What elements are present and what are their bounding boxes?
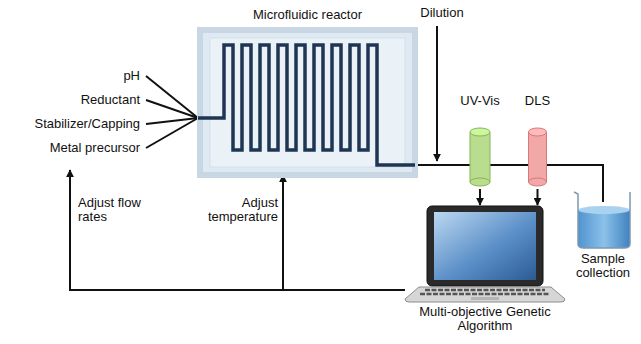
connector bbox=[537, 189, 539, 205]
keyboard-row bbox=[420, 293, 550, 296]
dls-detector: DLS bbox=[515, 92, 560, 188]
trackpad bbox=[471, 297, 499, 300]
input-label: pH bbox=[20, 69, 140, 83]
cylinder-bottom bbox=[529, 178, 547, 186]
input-label-slot: Metal precursor bbox=[10, 141, 140, 155]
node-text: DLS bbox=[515, 94, 560, 108]
laptop-screen bbox=[434, 212, 536, 280]
node-text: Microfluidic reactor bbox=[195, 8, 420, 22]
uv-vis-detector: UV-Vis bbox=[455, 92, 505, 188]
cylinder-side bbox=[470, 132, 490, 182]
connector bbox=[479, 189, 481, 205]
feedback-label-slot: Adjust flow rates bbox=[78, 196, 142, 224]
laptop-base bbox=[405, 287, 565, 302]
beaker-glass bbox=[574, 192, 630, 248]
node-text: UV-Vis bbox=[455, 94, 505, 108]
dilution-arrow bbox=[436, 26, 438, 161]
connector bbox=[283, 175, 405, 290]
input-label: Metal precursor bbox=[10, 141, 140, 155]
input-line bbox=[146, 118, 198, 148]
input-lines bbox=[146, 76, 198, 148]
node-text: Multi-objective Genetic Algorithm bbox=[405, 305, 565, 333]
cylinder-body bbox=[529, 132, 547, 182]
collection-beaker-shape bbox=[568, 190, 638, 250]
cylinder-side bbox=[529, 132, 547, 182]
serpentine-channel bbox=[198, 45, 415, 165]
cylinder-top bbox=[529, 128, 547, 136]
input-line bbox=[146, 76, 198, 118]
input-label: Stabilizer/Capping bbox=[10, 117, 140, 131]
laptop-computer: Multi-objective Genetic Algorithm bbox=[405, 205, 565, 335]
edge-label: Adjust temperature bbox=[196, 196, 278, 224]
cylinder-body bbox=[470, 132, 490, 182]
collection-beaker: Sample collection bbox=[568, 190, 638, 282]
edge-label-slot: Adjust temperature bbox=[196, 196, 278, 224]
laptop-lid bbox=[427, 206, 543, 286]
feedback-label: Adjust flow rates bbox=[78, 196, 142, 224]
liquid bbox=[578, 210, 630, 248]
cylinder-top bbox=[470, 128, 490, 136]
laptop-computer-shape bbox=[405, 205, 565, 303]
connector bbox=[415, 165, 603, 202]
input-label-slot: Reductant bbox=[20, 93, 140, 107]
input-line bbox=[146, 100, 198, 118]
dilution-label-slot: Dilution bbox=[412, 6, 472, 20]
node-text: Sample collection bbox=[568, 252, 638, 280]
dilution-label: Dilution bbox=[412, 6, 472, 20]
flow-rate-feedback bbox=[70, 170, 283, 290]
input-label-slot: pH bbox=[20, 69, 140, 83]
reactor-node-shape bbox=[195, 4, 420, 175]
input-label: Reductant bbox=[20, 93, 140, 107]
reactor-node: Microfluidic reactor bbox=[195, 4, 420, 175]
liquid-surface bbox=[578, 206, 630, 214]
input-label-slot: Stabilizer/Capping bbox=[10, 117, 140, 131]
cylinder-bottom bbox=[470, 178, 490, 186]
keyboard-row bbox=[425, 289, 545, 292]
